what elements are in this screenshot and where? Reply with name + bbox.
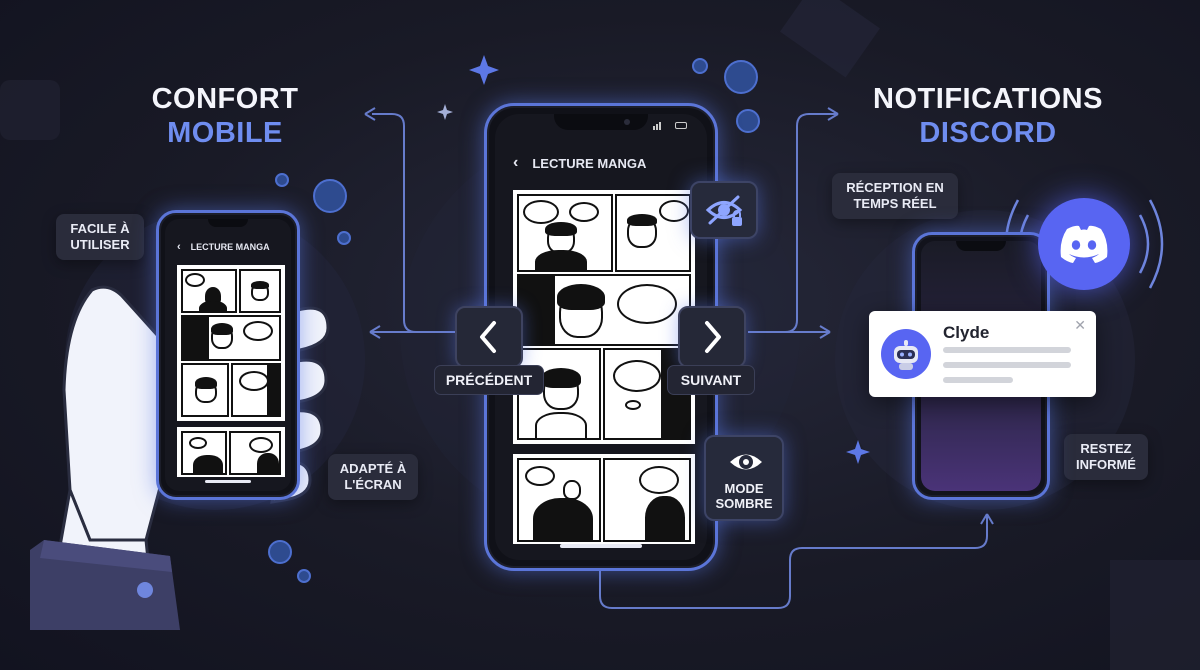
manga-panel — [181, 315, 281, 361]
manga-panel — [231, 363, 281, 417]
manga-panel — [615, 194, 691, 272]
manga-panel — [517, 274, 691, 346]
dark-mode-button[interactable]: MODE SOMBRE — [704, 435, 784, 521]
notification-text-line — [943, 347, 1071, 353]
left-phone: ‹ LECTURE MANGA — [156, 210, 300, 500]
back-chevron-icon[interactable]: ‹ — [513, 154, 519, 171]
eye-icon — [730, 454, 762, 470]
notification-sender: Clyde — [943, 323, 990, 342]
previous-label[interactable]: PRÉCÉDENT — [434, 365, 544, 395]
star-decor — [846, 440, 870, 464]
manga-panel — [603, 458, 691, 542]
back-chevron-icon[interactable]: ‹ — [177, 241, 181, 253]
left-phone-home-bar[interactable] — [205, 480, 251, 483]
close-icon[interactable]: ✕ — [1074, 317, 1086, 333]
notification-text-line — [943, 377, 1013, 383]
right-connector-lines — [599, 107, 994, 609]
center-phone-title: LECTURE MANGA — [532, 155, 647, 171]
center-phone-appbar: ‹ LECTURE MANGA — [495, 152, 707, 174]
center-phone: ‹ LECTURE MANGA — [484, 103, 718, 571]
center-phone-screen: ‹ LECTURE MANGA — [495, 114, 707, 560]
star-decor — [469, 55, 499, 85]
right-heading: NOTIFICATIONS DISCORD — [860, 82, 1116, 150]
left-phone-appbar: ‹ LECTURE MANGA — [165, 239, 291, 255]
left-heading: CONFORT MOBILE — [130, 82, 320, 150]
manga-panel — [517, 458, 601, 542]
clyde-avatar — [881, 329, 931, 379]
hand-icon — [30, 285, 330, 630]
previous-page-button[interactable] — [455, 306, 523, 368]
manga-panel — [239, 269, 281, 313]
chip-easy-to-use: FACILE À UTILISER — [56, 214, 144, 260]
left-phone-notch — [208, 219, 248, 227]
center-phone-home-bar[interactable] — [560, 544, 642, 548]
discord-logo-icon — [1060, 225, 1108, 263]
status-bar-icons — [653, 122, 689, 130]
discord-badge — [1038, 198, 1130, 290]
clyde-bot-avatar-icon — [894, 340, 918, 370]
eye-off-toggle[interactable] — [690, 181, 758, 239]
center-manga-page — [513, 190, 695, 444]
left-phone-screen: ‹ LECTURE MANGA — [165, 219, 291, 491]
next-page-button[interactable] — [678, 306, 746, 368]
chip-stay-informed: RESTEZ INFORMÉ — [1064, 434, 1148, 480]
star-decor — [437, 104, 453, 120]
manga-panel — [181, 269, 237, 313]
left-manga-page — [177, 265, 285, 421]
right-heading-line2: DISCORD — [919, 117, 1057, 149]
left-connector-lines — [364, 107, 455, 339]
right-heading-line1: NOTIFICATIONS — [873, 83, 1103, 115]
next-label[interactable]: SUIVANT — [667, 365, 755, 395]
left-heading-line1: CONFORT — [151, 83, 299, 115]
chevron-right-icon — [705, 321, 721, 353]
left-phone-title: LECTURE MANGA — [190, 242, 270, 252]
chevron-left-icon — [480, 321, 496, 353]
bubble-decor — [268, 58, 760, 583]
right-phone-notch — [956, 241, 1006, 251]
left-manga-page-next — [177, 427, 285, 477]
chip-screen-adapted: ADAPTÉ À L'ÉCRAN — [328, 454, 418, 500]
eye-slash-icon — [705, 195, 743, 226]
manga-panel — [181, 363, 229, 417]
chip-realtime: RÉCEPTION EN TEMPS RÉEL — [832, 173, 958, 219]
manga-panel — [181, 431, 227, 475]
manga-panel — [517, 194, 613, 272]
center-manga-page-next — [513, 454, 695, 544]
notification-text-line — [943, 362, 1071, 368]
left-heading-line2: MOBILE — [167, 117, 283, 149]
discord-notification-card[interactable]: Clyde ✕ — [869, 311, 1096, 397]
manga-panel — [229, 431, 281, 475]
dark-mode-label: MODE SOMBRE — [715, 481, 773, 511]
center-phone-notch — [554, 114, 648, 130]
